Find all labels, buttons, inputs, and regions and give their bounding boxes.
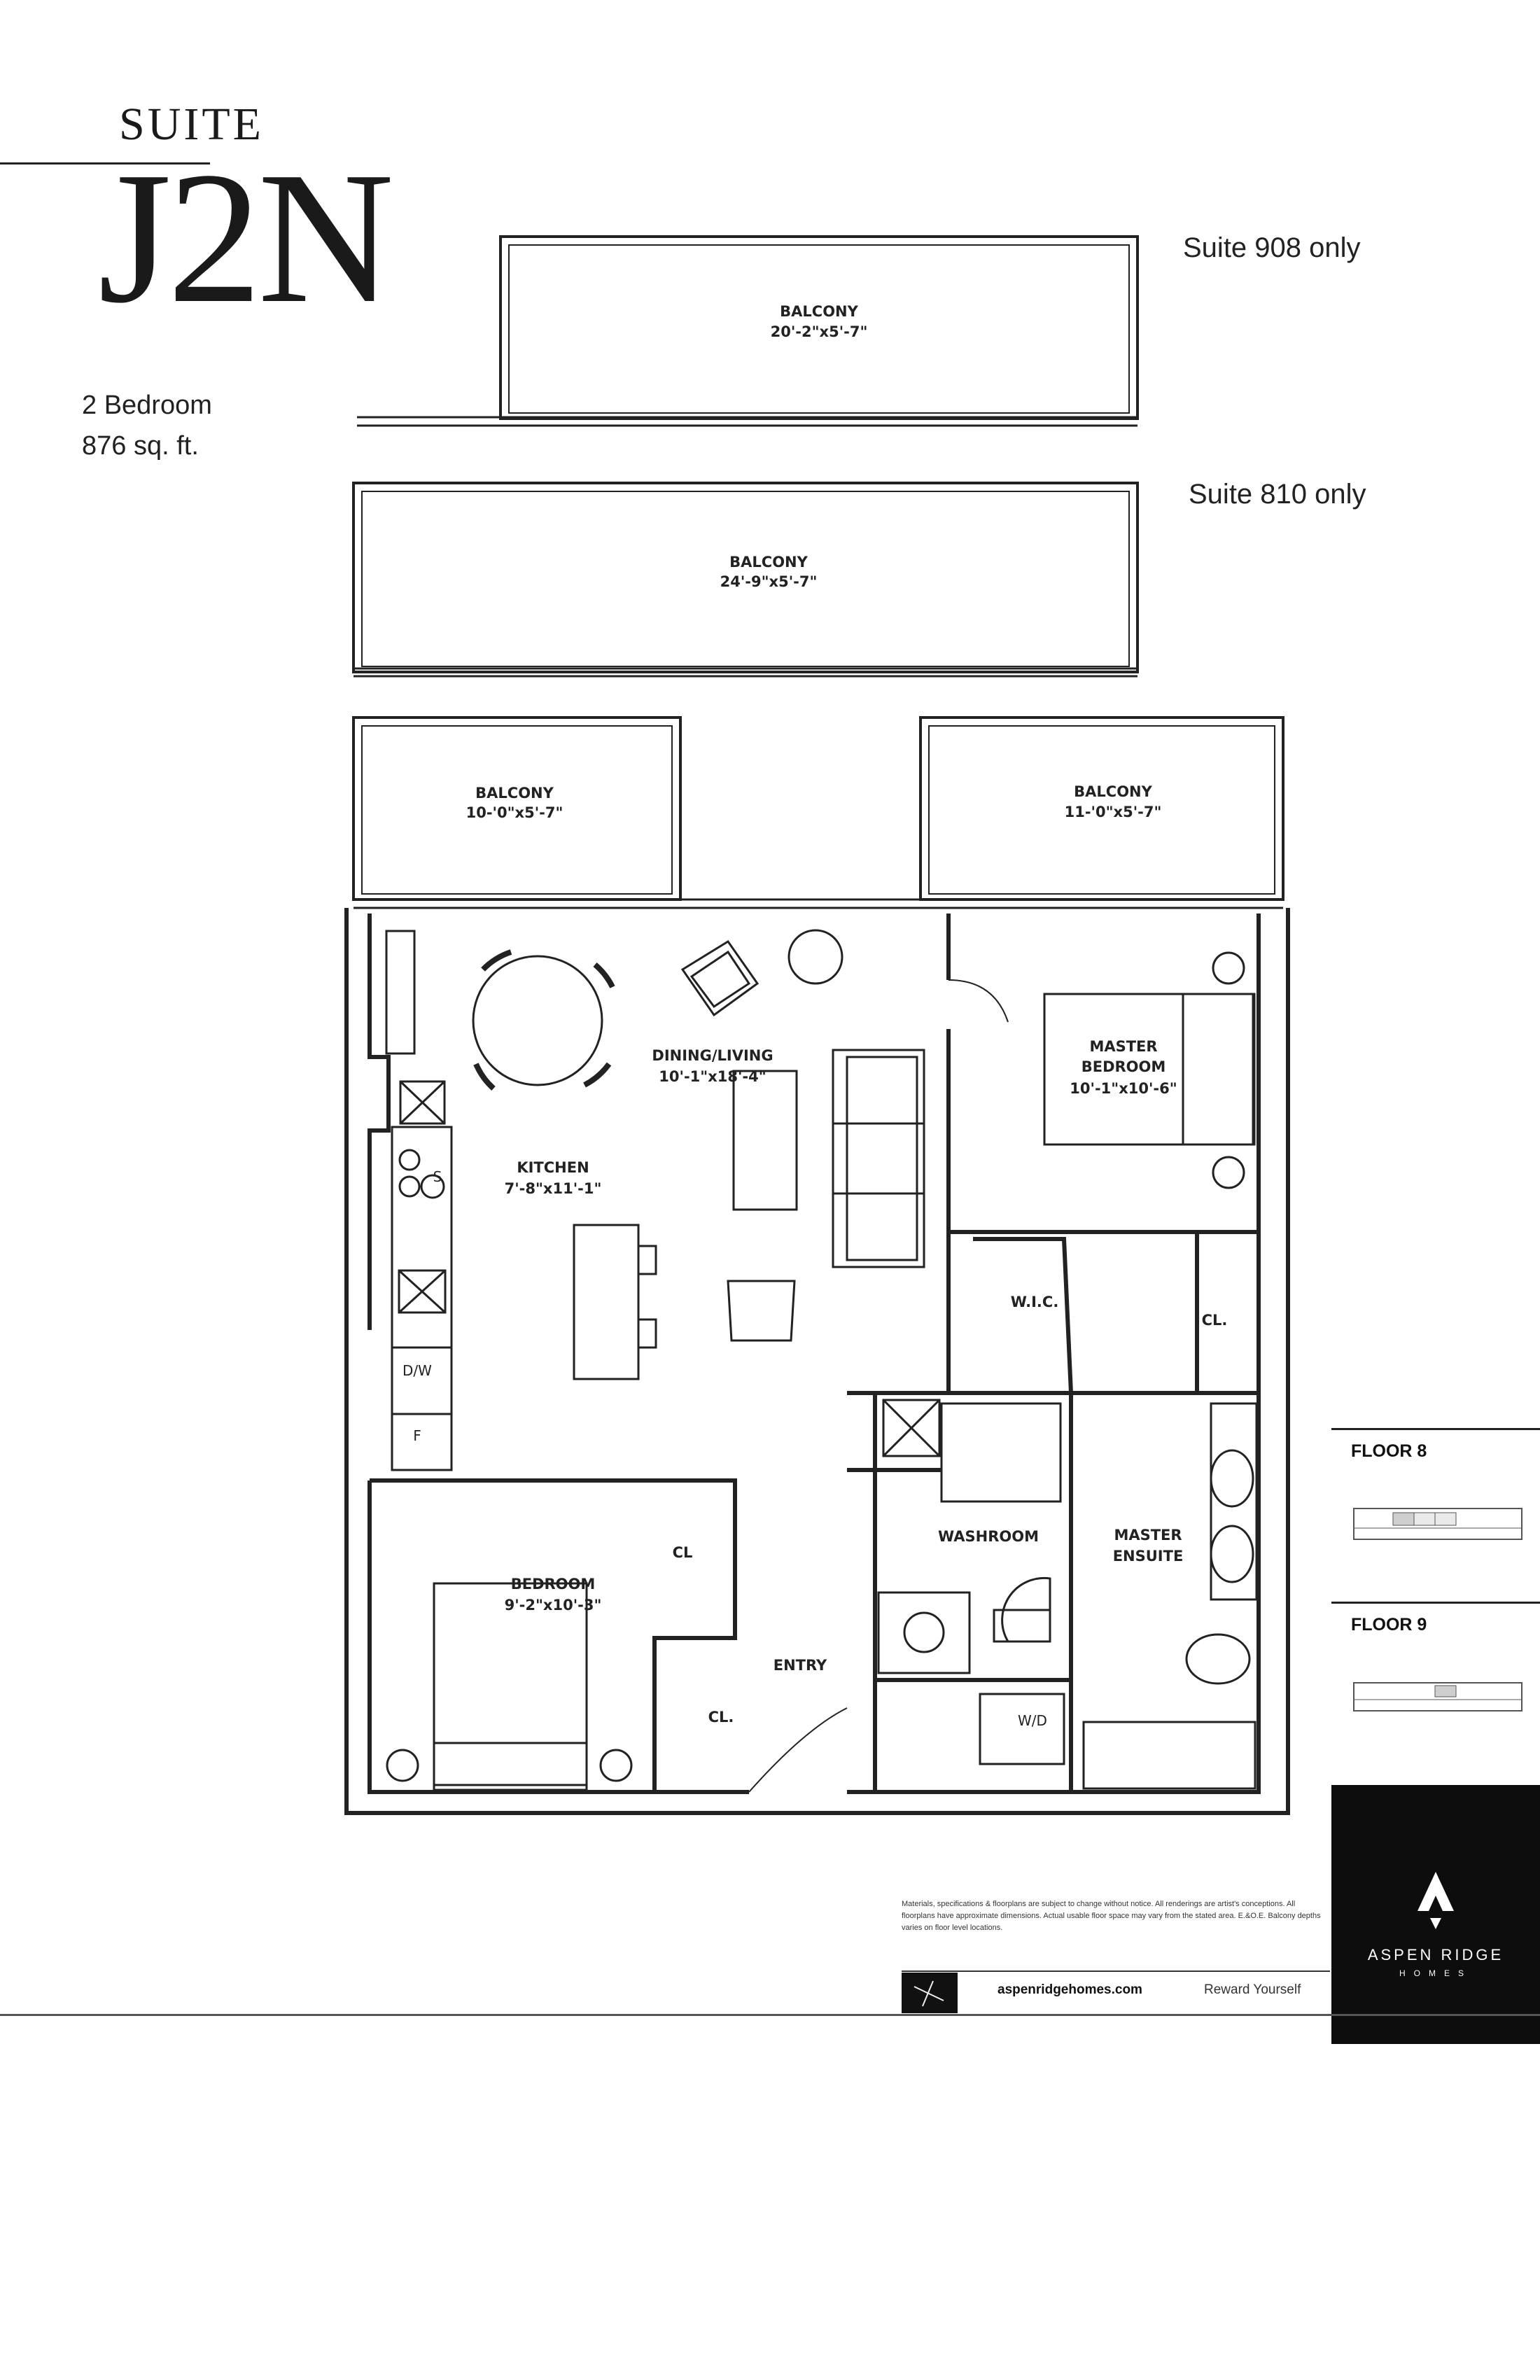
page-edge [0,2014,1540,2016]
brand-block: ASPEN RIDGE HOMES [1331,1785,1540,2044]
floor-plan: BALCONY 20'-2"x5'-7" BALCONY 24'-9"x5'-7… [344,235,1290,1815]
header-rule [0,162,210,164]
aspen-ridge-logo-icon [1418,1872,1454,1929]
bedroom-nightstand-right [599,1749,633,1782]
pantry-shelf [385,930,416,1055]
bedroom-nightstand-left [386,1749,419,1782]
dining-living-dims: 10'-1"x18'-4" [659,1068,766,1085]
balcony-908 [357,235,1139,427]
kitchen-dims: 7'-8"x11'-1" [505,1180,602,1197]
washer-dryer-label: W/D [1018,1712,1047,1729]
dining-living-label: DINING/LIVING [652,1047,773,1064]
washroom-fixtures [877,1399,1062,1674]
dishwasher-label: D/W [402,1362,432,1379]
balcony-right-dims: 11-'0"x5'-7" [1065,804,1162,820]
balcony-810-label: BALCONY [729,554,808,570]
balcony-908-dims: 20'-2"x5'-7" [771,323,868,340]
balcony-810 [352,482,1139,678]
master-nightstand-top [1212,951,1245,985]
suite-code: J2N [98,133,394,342]
side-table [788,929,844,985]
kitchen-label: KITCHEN [517,1159,589,1176]
bedroom-count: 2 Bedroom [82,391,212,420]
suite-908-note: Suite 908 only [1183,232,1361,263]
fridge-label: F [413,1427,421,1444]
floor-9-keyplan [1353,1682,1522,1712]
balcony-810-dims: 24'-9"x5'-7" [720,573,818,590]
floor-9-label: FLOOR 9 [1351,1615,1427,1634]
armchair-top [680,939,760,1017]
suite-area: 876 sq. ft. [82,431,199,461]
ensuite-fixtures [1082,1402,1258,1790]
armchair-bottom [727,1280,796,1342]
kitchen-island [573,1224,657,1380]
master-bedroom-dims: 10'-1"x10'-6" [1070,1080,1177,1097]
bedroom-closet-label: CL [673,1544,693,1561]
brand-subtitle: HOMES [1399,1968,1472,1978]
bedroom-dims: 9'-2"x10'-3" [505,1597,602,1614]
website-link[interactable]: aspenridgehomes.com [997,1982,1142,1997]
master-closet-label: CL. [1202,1312,1228,1329]
tagline: Reward Yourself [1204,1982,1301,1997]
bedroom-label: BEDROOM [511,1576,596,1592]
suite-word: SUITE [119,99,264,150]
brand-name: ASPEN RIDGE [1367,1946,1504,1963]
entry-label: ENTRY [774,1657,827,1674]
ensuite-label-2: ENSUITE [1113,1548,1184,1564]
keyplan-floor-9: FLOOR 9 [1331,1602,1540,1787]
dining-table [472,949,615,1091]
master-nightstand-bottom [1212,1156,1245,1189]
master-bedroom-label-2: BEDROOM [1082,1058,1166,1075]
kitchen-counter [391,1080,453,1471]
master-door [948,979,1009,1023]
footer-bar [902,1970,1330,2014]
signature-mark [902,1973,958,2013]
washroom-label: WASHROOM [938,1528,1039,1545]
floor-8-label: FLOOR 8 [1351,1441,1427,1461]
sofa [832,1049,925,1268]
sink-label: S [433,1168,442,1185]
master-bedroom-label-1: MASTER [1089,1038,1157,1055]
suite-810-note: Suite 810 only [1189,479,1366,510]
side-panel: FLOOR 8 FLOOR 9 ASPEN RIDGE HOMES [1331,1428,1540,2044]
laundry [979,1693,1065,1765]
ensuite-label-1: MASTER [1114,1527,1182,1544]
balcony-right-label: BALCONY [1074,783,1152,800]
balcony-left-dims: 10-'0"x5'-7" [466,804,564,821]
wic-label: W.I.C. [1011,1294,1059,1310]
entry-door [748,1707,848,1793]
floor-8-keyplan [1353,1508,1522,1540]
balcony-left-label: BALCONY [475,785,554,802]
disclaimer: Materials, specifications & floorplans a… [902,1900,1321,1932]
keyplan-floor-8: FLOOR 8 [1331,1428,1540,1604]
bedroom-bed [433,1582,588,1791]
suite-walls [344,908,1290,1815]
master-bed [1043,993,1256,1146]
balcony-908-label: BALCONY [780,303,858,320]
coffee-table [732,1070,798,1211]
entry-closet-label: CL. [708,1709,734,1726]
